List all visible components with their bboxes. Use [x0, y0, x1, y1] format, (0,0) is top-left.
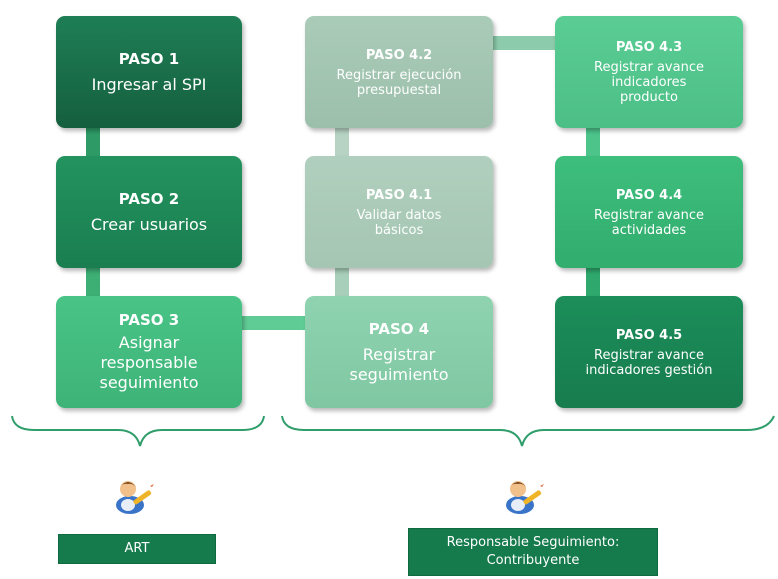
step-description: Registrar seguimiento [349, 345, 449, 384]
connector-p44-p45 [586, 266, 600, 298]
step-title: PASO 2 [118, 190, 180, 208]
user-with-pencil-icon [506, 481, 544, 514]
step-paso-4-5: PASO 4.5 Registrar avance indicadores ge… [555, 296, 743, 408]
step-title: PASO 1 [118, 50, 180, 68]
step-paso-1: PASO 1 Ingresar al SPI [56, 16, 242, 128]
step-paso-4: PASO 4 Registrar seguimiento [305, 296, 493, 408]
connector-p43-p44 [586, 126, 600, 158]
connector-p4-p41 [335, 266, 349, 298]
connector-p2-p3 [86, 266, 100, 298]
connector-p41-p42 [335, 126, 349, 158]
step-paso-4-2: PASO 4.2 Registrar ejecución presupuesta… [305, 16, 493, 128]
step-paso-4-1: PASO 4.1 Validar datos básicos [305, 156, 493, 268]
step-description: Registrar avance indicadores gestión [585, 347, 713, 378]
step-description: Ingresar al SPI [91, 75, 207, 94]
step-title: PASO 3 [118, 310, 180, 329]
connector-p1-p2 [86, 126, 100, 158]
connector-p42-p43 [492, 36, 556, 50]
step-paso-3: PASO 3 Asignar responsable seguimiento [56, 296, 242, 408]
step-paso-4-4: PASO 4.4 Registrar avance actividades [555, 156, 743, 268]
step-paso-2: PASO 2 Crear usuarios [56, 156, 242, 268]
brace-responsable [281, 415, 775, 447]
step-title: PASO 4.5 [615, 327, 683, 343]
step-paso-4-3: PASO 4.3 Registrar avance indicadores pr… [555, 16, 743, 128]
step-title: PASO 4.4 [615, 187, 683, 203]
step-description: Asignar responsable seguimiento [99, 332, 199, 392]
step-description: Registrar avance indicadores producto [594, 60, 704, 105]
step-description: Crear usuarios [90, 215, 208, 234]
step-title: PASO 4.1 [365, 187, 433, 203]
brace-art [11, 415, 265, 447]
role-label-art: ART [58, 534, 216, 564]
step-title: PASO 4.3 [615, 40, 683, 55]
connector-p3-p4 [242, 316, 306, 330]
step-title: PASO 4.2 [365, 47, 433, 63]
step-description: Registrar ejecución presupuestal [336, 67, 462, 98]
step-description: Registrar avance actividades [594, 207, 704, 238]
role-label-responsable: Responsable Seguimiento: Contribuyente [408, 528, 658, 576]
user-with-pencil-icon [116, 481, 154, 514]
step-title: PASO 4 [368, 320, 430, 338]
step-description: Validar datos básicos [356, 207, 442, 238]
